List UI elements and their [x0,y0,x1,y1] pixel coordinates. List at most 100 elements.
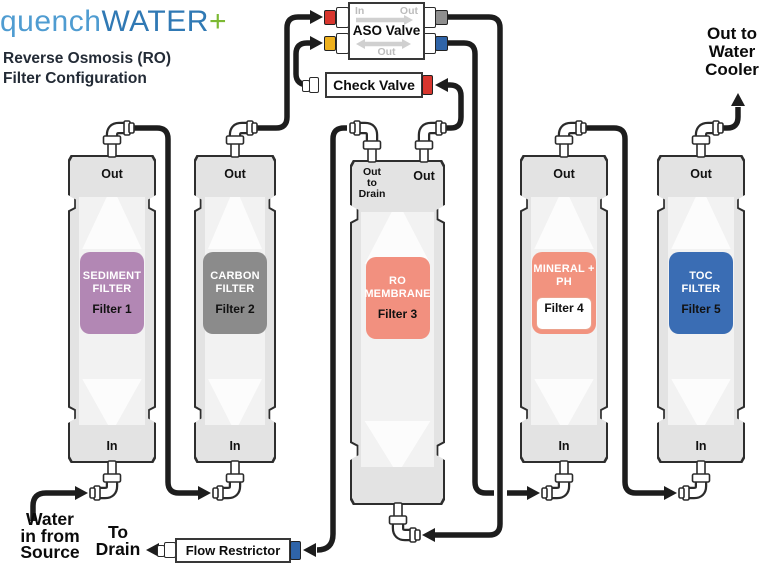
tube [448,40,494,496]
tube [446,82,464,131]
elbow-fitting [108,124,126,141]
filter-2-label: CARBON FILTER Filter 2 [203,252,267,334]
cooler-line-1: Out to [706,24,758,43]
elbow-fitting-outline [391,521,412,542]
elbow-fitting-outline [557,121,578,141]
filter-5-number: Filter 5 [681,302,721,316]
fitting-nut [225,135,245,145]
elbow-fitting [687,479,705,497]
filter-2-name: CARBON FILTER [210,270,260,295]
fitting-nut [414,140,434,150]
flow-arrowhead [435,78,448,92]
fitting-nut [230,460,240,476]
drain-line-2: Drain [95,538,141,559]
out-to-drain-line-1: Out [362,166,382,178]
fitting-nut [246,120,254,136]
fitting-nut [682,485,690,501]
filter-3-out-port-label: Out [413,169,435,183]
out-to-drain-line-2: to [367,177,377,189]
drain-line-1: To [107,522,129,542]
flow-restrictor-title: Flow Restrictor [185,543,281,558]
elbow-fitting [560,124,578,141]
tube [293,40,310,88]
brand-logo: quenchWATER+ [0,5,227,39]
cooler-line-3: Cooler [705,60,759,79]
fitting-nut [678,487,685,499]
elbow-fitting-outline [358,121,379,146]
flow-arrowhead [731,93,745,106]
check-valve-left-nub [309,77,319,93]
logo-plus: + [208,5,227,38]
fitting-nut [362,140,382,150]
aso-red-port-cap [324,10,336,25]
filter-4-out-port-label: Out [553,167,575,181]
out-to-drain-line-3: Drain [358,188,386,200]
filter-5-name: TOC FILTER [681,270,721,295]
fitting-nut [545,485,553,501]
fitting-nut [440,122,447,134]
cooler-line-2: Water [708,42,756,61]
aso-out-bottom-label: Out [377,46,396,58]
elbow-fitting [98,479,116,497]
elbow-fitting-outline [550,479,571,500]
water-cooler-annotation: Out to Water Cooler [697,25,767,79]
filter-4-number-box: Filter 4 [536,297,592,330]
flow-arrowhead [664,486,677,500]
fitting-nut [349,122,356,134]
fitting-nut [93,485,101,501]
aso-out-top-label: Out [399,5,418,17]
fitting-nut [691,473,711,483]
filter-4-number: Filter 4 [544,301,584,315]
elbow-fitting [420,124,438,146]
aso-flow-arrows [356,15,413,49]
tube [723,107,741,131]
aso-gray-port-cap [435,10,448,25]
source-line-2: in from [20,525,80,546]
logo-quench: quench [0,5,102,38]
filter-1-out-port-label: Out [101,167,123,181]
fitting-nut [696,460,706,476]
fitting-nut [225,473,245,483]
elbow-fitting [358,124,376,146]
filter-5-label: TOC FILTER Filter 5 [669,252,733,334]
elbow-fitting [394,521,412,539]
filter-5-in-port-label: In [695,439,707,453]
fitting-nut [89,487,96,499]
fitting-nut [353,120,361,136]
filter-3-number: Filter 3 [377,307,418,321]
filter-3-label: RO MEMBRANE Filter 3 [364,257,431,339]
filter-4-name: MINERAL + PH [533,263,595,288]
aso-in-label: In [355,5,365,17]
fitting-nut [102,135,122,145]
fitting-nut [717,122,724,134]
flow-arrowhead [75,486,88,500]
flow-arrowhead [198,486,211,500]
fitting-nut [388,515,408,525]
fitting-nut [435,120,443,136]
filter-3-ro-membrane: Out to Drain Out RO MEMBRANE Filter 3 [350,160,445,505]
filter-2-in-port-label: In [229,439,241,453]
filter-1-name: SEDIMENT FILTER [82,270,142,295]
fitting-nut [251,122,258,134]
elbow-fitting [231,124,249,141]
filter-1-sediment: Out SEDIMENT FILTER Filter 1 In [68,155,156,463]
water-source-annotation: Water in from Source [2,511,98,561]
check-valve-title: Check Valve [333,77,415,93]
fitting-nut [107,460,117,476]
fitting-nut [414,529,421,541]
elbow-fitting [550,479,568,497]
source-line-3: Source [20,542,80,562]
elbow-fitting-outline [105,121,126,141]
elbow-fitting-outline [98,479,119,500]
filter-1-number: Filter 1 [92,302,132,316]
flow-arrowhead [422,528,435,542]
elbow-fitting-outline [687,479,708,500]
diagram-subtitle: Reverse Osmosis (RO) Filter Configuratio… [3,49,171,88]
filter-2-carbon: Out CARBON FILTER Filter 2 In [194,155,276,463]
fitting-nut [128,122,135,134]
filter-1-label: SEDIMENT FILTER Filter 1 [80,252,144,334]
filter-inner-highlight [361,212,434,467]
fitting-nut [102,473,122,483]
check-valve: Check Valve [325,72,423,98]
flow-arrowhead [527,486,540,500]
